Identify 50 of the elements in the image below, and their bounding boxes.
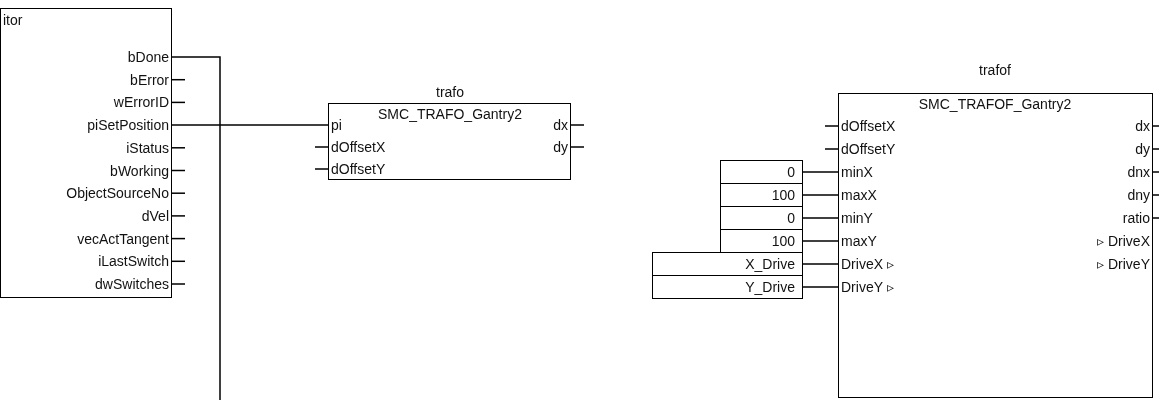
pin-label: dwSwitches <box>95 276 169 292</box>
pin-label: iStatus <box>126 139 169 156</box>
pin-label: pi <box>331 117 342 133</box>
connection-line <box>802 171 839 173</box>
pin-label: bDone <box>127 49 169 65</box>
value-label: X_Drive <box>745 256 795 272</box>
pin-label: ▹ DriveY <box>1097 256 1150 272</box>
pin-label: minX <box>841 164 873 180</box>
pin-label: maxY <box>841 233 877 249</box>
pin-label: DriveX ▹ <box>841 256 894 272</box>
pin-label: dx <box>1135 118 1150 134</box>
instance-name: itor <box>3 12 23 28</box>
block-type-name: SMC_TRAFO_Gantry2 <box>378 106 522 122</box>
pin-label: piSetPosition <box>87 117 169 134</box>
value-label: Y_Drive <box>745 279 795 295</box>
block-type-name: SMC_TRAFOF_Gantry2 <box>918 96 1072 112</box>
connection-line <box>802 263 839 265</box>
pin-label: dOffsetY <box>841 141 896 157</box>
pin-label: bWorking <box>110 162 169 179</box>
pin-label: dny <box>1127 187 1150 203</box>
connection-line <box>171 56 221 400</box>
pin-label: ratio <box>1122 210 1150 226</box>
pin-label: dx <box>553 117 568 133</box>
value-label: 0 <box>787 164 795 180</box>
pin-label: dOffsetX <box>331 139 386 155</box>
connection-line <box>802 217 839 219</box>
value-label: 100 <box>771 187 795 203</box>
pin-label: minY <box>841 210 873 226</box>
pin-label: DriveY ▹ <box>841 279 894 295</box>
pin-label: dOffsetX <box>841 118 896 134</box>
instance-name: trafo <box>436 84 464 100</box>
pin-label: dy <box>553 139 568 155</box>
pin-label: dnx <box>1127 164 1150 180</box>
connection-line <box>802 194 839 196</box>
connection-line <box>171 124 329 126</box>
pin-label: bError <box>130 71 169 88</box>
pin-label: ▹ DriveX <box>1097 233 1150 249</box>
pin-label: ObjectSourceNo <box>66 185 169 202</box>
pin-label: vecActTangent <box>77 230 169 247</box>
connection-line <box>802 286 839 288</box>
connection-line <box>802 240 839 242</box>
instance-name: trafof <box>979 62 1011 78</box>
pin-label: wErrorID <box>113 94 169 111</box>
pin-label: dOffsetY <box>331 161 386 177</box>
value-label: 0 <box>787 210 795 226</box>
value-label: 100 <box>771 233 795 249</box>
pin-label: dy <box>1135 141 1150 157</box>
pin-label: maxX <box>841 187 877 203</box>
pin-label: dVel <box>141 207 169 224</box>
pin-label: iLastSwitch <box>98 253 169 270</box>
